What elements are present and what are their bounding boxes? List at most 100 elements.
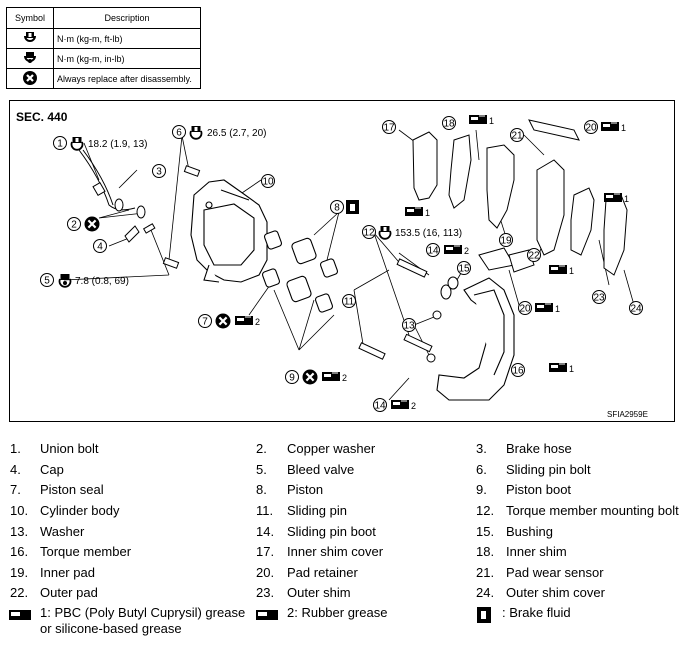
callout-2: 2 <box>71 220 77 231</box>
grease-1-icon <box>9 610 31 620</box>
part-number: 18. <box>476 544 495 559</box>
part-name: Bleed valve <box>287 462 355 477</box>
part-number: 1. <box>10 441 21 456</box>
torque-1: 18.2 (1.9, 13) <box>88 139 147 150</box>
footnote-grease-1: 1: PBC (Poly Butyl Cuprysil) grease <box>40 605 246 620</box>
grease-mark-14a: 2 <box>464 246 469 256</box>
brake-fluid-icon <box>477 607 491 623</box>
legend-symbol-cell <box>6 48 54 69</box>
callout-17: 17 <box>383 123 395 134</box>
grease-mark-20b: 1 <box>621 123 626 133</box>
figure-code: SFIA2959E <box>607 410 648 419</box>
callout-8: 8 <box>334 203 340 214</box>
callout-24: 24 <box>630 304 642 315</box>
symbol-legend-table: Symbol Description N·m (kg-m, ft-lb) N·m… <box>6 7 201 89</box>
grease-mark-22b: 1 <box>624 194 629 204</box>
part-number: 19. <box>10 565 29 580</box>
torque-wrench-small-icon <box>24 51 36 63</box>
footnote-grease-2: 2: Rubber grease <box>287 605 388 620</box>
pistons-and-seals <box>261 230 339 313</box>
callout-9: 9 <box>289 373 295 384</box>
grease-mark-17: 1 <box>425 208 430 218</box>
exploded-view-diagram: SEC. 440 SFIA2959E <box>16 110 648 419</box>
part-number: 16. <box>10 544 29 559</box>
callout-20b: 20 <box>585 123 597 134</box>
union-bolt-group <box>92 181 156 243</box>
part-name: Piston boot <box>506 482 572 497</box>
diagram-frame <box>9 100 675 422</box>
callout-18: 18 <box>443 119 455 130</box>
brake-hose <box>78 149 136 211</box>
callout-13: 13 <box>403 321 415 332</box>
grease-mark-9: 2 <box>342 373 347 383</box>
callout-7: 7 <box>202 317 208 328</box>
torque-12: 153.5 (16, 113) <box>395 228 462 239</box>
part-number: 14. <box>256 524 275 539</box>
part-name: Copper washer <box>287 441 376 456</box>
legend-row: Always replace after disassembly. <box>6 68 201 89</box>
torque-wrench-icon <box>24 31 36 42</box>
part-name: Piston seal <box>40 482 104 497</box>
grease-2-icon <box>256 610 278 620</box>
part-name: Sliding pin <box>287 503 347 518</box>
section-label: SEC. 440 <box>16 110 68 124</box>
part-number: 23. <box>256 585 275 600</box>
part-number: 22. <box>10 585 29 600</box>
legend-symbol-cell <box>6 28 54 49</box>
part-name: Outer shim cover <box>506 585 605 600</box>
part-name: Sliding pin bolt <box>506 462 591 477</box>
callout-20a: 20 <box>519 304 531 315</box>
grease-mark-23: 1 <box>569 364 574 374</box>
legend-description: N·m (kg-m, ft-lb) <box>53 28 201 49</box>
part-number: 10. <box>10 503 29 518</box>
always-replace-icon <box>23 70 37 85</box>
part-name: Brake hose <box>506 441 572 456</box>
callout-6: 6 <box>176 128 182 139</box>
part-number: 11. <box>256 503 274 518</box>
grease-mark-18: 1 <box>489 116 494 126</box>
part-number: 24. <box>476 585 495 600</box>
torque-5: 7.8 (0.8, 69) <box>75 276 129 287</box>
part-name: Outer shim <box>287 585 351 600</box>
torque-member-shape <box>436 277 515 401</box>
part-name: Union bolt <box>40 441 99 456</box>
footnote-grease-1-cont: or silicone-based grease <box>40 621 182 636</box>
cylinder-body-shape <box>190 179 268 283</box>
callout-19: 19 <box>500 236 512 247</box>
part-number: 4. <box>10 462 21 477</box>
part-name: Pad wear sensor <box>506 565 604 580</box>
legend-row: N·m (kg-m, ft-lb) <box>6 28 201 49</box>
callout-3: 3 <box>156 167 162 178</box>
part-number: 13. <box>10 524 29 539</box>
legend-row: N·m (kg-m, in-lb) <box>6 48 201 69</box>
part-name: Torque member mounting bolt <box>506 503 679 518</box>
callout-12: 12 <box>363 228 375 239</box>
part-name: Cap <box>40 462 64 477</box>
part-number: 3. <box>476 441 487 456</box>
part-name: Inner shim cover <box>287 544 384 559</box>
callout-22: 22 <box>528 251 540 262</box>
part-name: Torque member <box>40 544 132 559</box>
part-name: Outer pad <box>40 585 98 600</box>
part-number: 12. <box>476 503 495 518</box>
grease-mark-22a: 1 <box>569 266 574 276</box>
leader-lines <box>63 129 635 401</box>
torque-6: 26.5 (2.7, 20) <box>207 128 266 139</box>
part-name: Inner pad <box>40 565 95 580</box>
callout-1: 1 <box>57 139 63 150</box>
legend-header-symbol: Symbol <box>6 7 54 29</box>
callout-11: 11 <box>344 297 355 308</box>
part-name: Bushing <box>506 524 553 539</box>
part-number: 6. <box>476 462 487 477</box>
callout-15: 15 <box>458 264 470 275</box>
brake-fluid-icon <box>346 200 359 214</box>
callout-21: 21 <box>511 131 523 142</box>
legend-description: N·m (kg-m, in-lb) <box>53 48 201 69</box>
part-number: 8. <box>256 482 267 497</box>
callout-23: 23 <box>593 293 605 304</box>
legend-description: Always replace after disassembly. <box>53 68 201 89</box>
part-number: 17. <box>256 544 275 559</box>
part-name: Piston <box>287 482 324 497</box>
footnote-brake-fluid: : Brake fluid <box>502 605 571 620</box>
part-number: 20. <box>256 565 275 580</box>
